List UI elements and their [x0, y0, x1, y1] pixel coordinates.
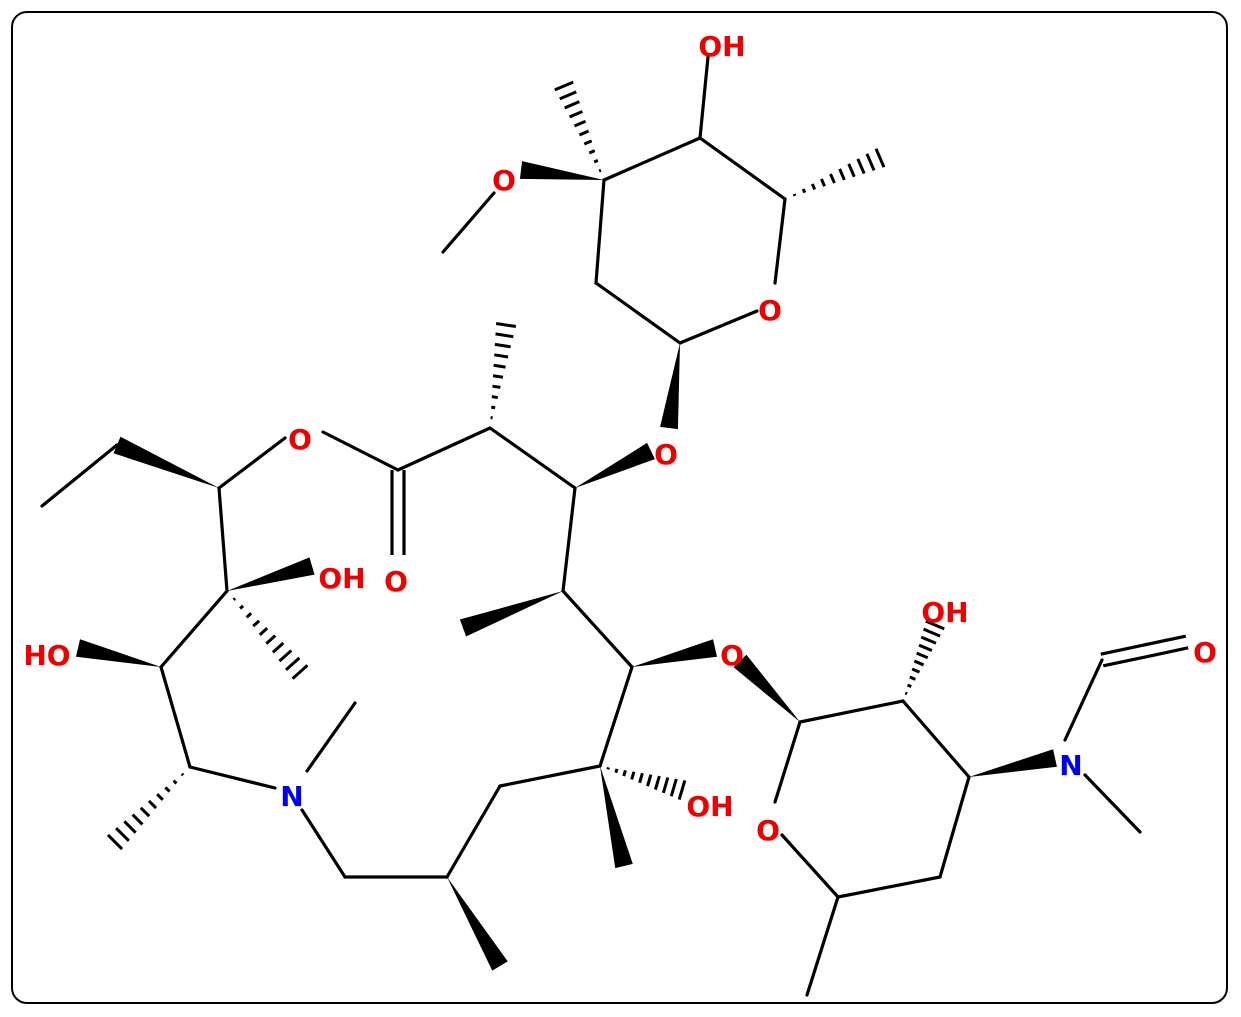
- bond-h: [792, 148, 886, 197]
- bond-w: [447, 877, 508, 971]
- bond-w: [660, 343, 680, 430]
- atom-label-ho_c5: HO: [23, 639, 70, 672]
- diagram-frame: [11, 11, 1228, 1004]
- atom-label-n_macro: N: [280, 780, 303, 813]
- atom-label-o_ring_lower: O: [756, 814, 780, 847]
- atom-label-o_glyco2: O: [720, 639, 744, 672]
- bond-s: [498, 764, 602, 788]
- bond-s: [598, 665, 634, 768]
- bond-s: [1083, 773, 1142, 834]
- bond-w: [733, 654, 800, 722]
- atom-label-oh_sugar: OH: [921, 596, 968, 629]
- bond-h: [232, 597, 309, 680]
- bond-h: [904, 619, 945, 696]
- bond-s: [40, 443, 119, 508]
- bond-s: [445, 784, 502, 879]
- bond-s: [678, 309, 759, 345]
- bond-w: [459, 591, 563, 637]
- atom-label-o_carbonyl: O: [384, 565, 408, 598]
- bond-h: [606, 767, 687, 801]
- atom-label-o_formyl: O: [1193, 636, 1217, 669]
- bond-s: [602, 136, 702, 182]
- atom-label-oh_top: OH: [698, 30, 745, 63]
- bond-s: [836, 875, 942, 899]
- bond-s: [1063, 658, 1104, 742]
- bond-w: [969, 749, 1057, 777]
- bond-s: [773, 197, 787, 285]
- bond-s: [217, 486, 229, 593]
- bond-s: [396, 426, 492, 472]
- atom-label-oh_c6: OH: [318, 562, 365, 595]
- bond-s: [780, 833, 840, 899]
- bond-s: [305, 701, 357, 773]
- bond-w: [227, 557, 315, 591]
- bond-d2: [1100, 634, 1189, 668]
- atom-label-o_glyco1: O: [654, 438, 678, 471]
- bond-s: [321, 430, 400, 472]
- bond-s: [805, 895, 840, 997]
- bond-h: [106, 772, 185, 851]
- bond-w: [600, 766, 633, 869]
- bond-h: [554, 80, 602, 173]
- bond-s: [561, 589, 634, 669]
- bond-w: [575, 442, 655, 488]
- bond-s: [488, 426, 577, 490]
- bond-w: [632, 639, 718, 667]
- atom-label-oh_c12: OH: [686, 790, 733, 823]
- bond-s: [188, 765, 277, 790]
- atom-label-o_methoxy: O: [492, 164, 516, 197]
- atom-label-o_ester: O: [288, 423, 312, 456]
- bond-s: [938, 775, 971, 879]
- bond-s: [773, 720, 802, 804]
- bond-d: [390, 470, 406, 555]
- bond-h: [490, 321, 517, 420]
- bond-s: [698, 55, 710, 140]
- bond-s: [594, 281, 682, 345]
- bond-s: [441, 191, 496, 254]
- bond-s: [159, 589, 229, 669]
- bond-w: [519, 161, 604, 180]
- bond-s: [217, 436, 287, 490]
- bond-s: [159, 665, 192, 769]
- bond-s: [594, 178, 606, 285]
- atom-label-o_ring_upper: O: [758, 294, 782, 327]
- bond-w: [113, 436, 219, 488]
- bond-s: [300, 808, 347, 879]
- atom-label-n_sugar: N: [1059, 749, 1082, 782]
- bond-s: [698, 136, 787, 201]
- bond-s: [798, 699, 905, 724]
- bond-s: [901, 699, 971, 779]
- bond-w: [75, 639, 161, 667]
- bond-s: [561, 486, 577, 593]
